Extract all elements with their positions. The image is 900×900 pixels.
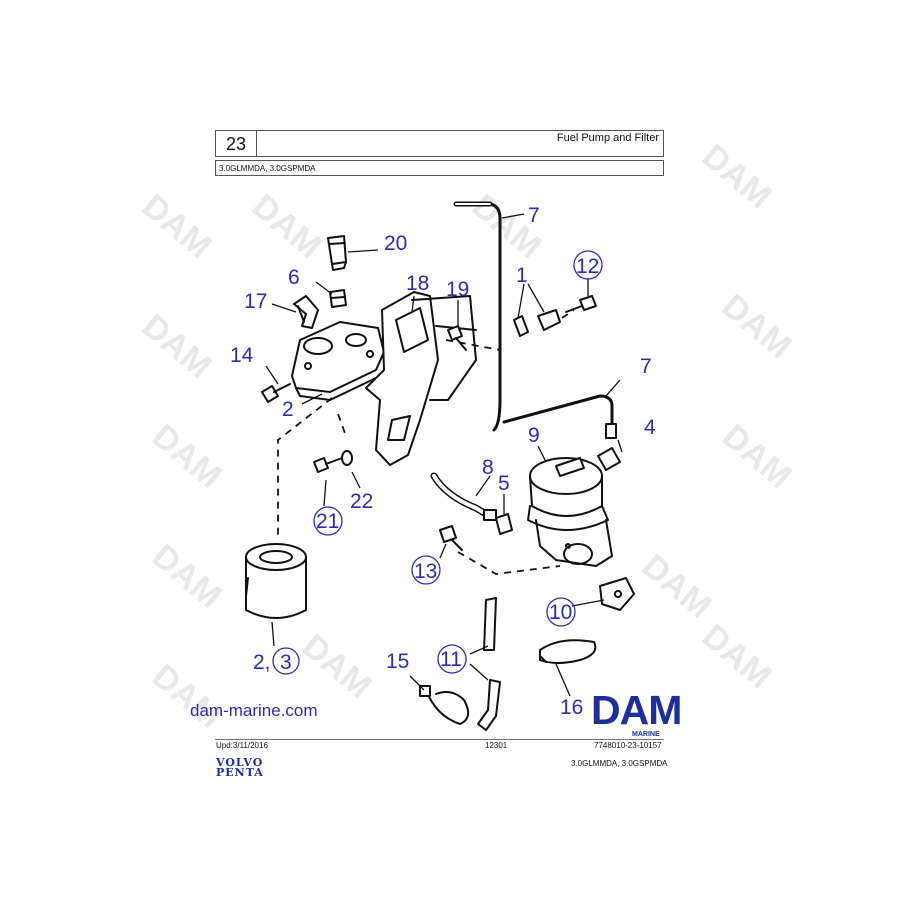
watermark: DAM bbox=[145, 417, 229, 496]
page-number: 23 bbox=[216, 131, 257, 156]
callout-20: 20 bbox=[384, 232, 407, 255]
leader-lines bbox=[265, 213, 623, 697]
footer-code: 12301 bbox=[485, 741, 508, 750]
callout-13: 13 bbox=[414, 560, 437, 583]
callout-circles bbox=[272, 250, 603, 675]
part-11-hose bbox=[477, 597, 501, 731]
part-3-filter-cartridge bbox=[245, 543, 307, 619]
watermark: DAM bbox=[245, 187, 329, 266]
model-header: 3.0GLMMDA, 3.0GSPMDA bbox=[215, 160, 664, 176]
callout-7: 7 bbox=[528, 204, 540, 227]
footer-divider bbox=[215, 739, 664, 740]
volvo-penta-logo: VOLVO PENTA bbox=[216, 756, 264, 779]
watermark: DAM bbox=[715, 417, 799, 496]
footer-part-number: 7748010-23-10157 bbox=[594, 741, 662, 750]
callout-16: 16 bbox=[560, 696, 583, 719]
part-21-bolt bbox=[313, 457, 343, 473]
callout-2: 2 bbox=[282, 398, 294, 421]
part-4-fitting bbox=[597, 447, 621, 471]
page-title: Fuel Pump and Filter bbox=[556, 132, 659, 144]
footer-updated: Upd:3/11/2016 bbox=[216, 741, 268, 750]
part-6-fitting bbox=[329, 289, 347, 308]
callout-5: 5 bbox=[498, 472, 510, 495]
callout-22: 22 bbox=[350, 490, 373, 513]
watermark: DAM bbox=[135, 187, 219, 266]
callout-1: 1 bbox=[516, 264, 528, 287]
callout-17: 17 bbox=[244, 290, 267, 313]
callout-8: 8 bbox=[482, 456, 494, 479]
part-12-bolt bbox=[565, 295, 597, 313]
callout-4: 4 bbox=[644, 416, 656, 439]
part-1-clamp bbox=[513, 309, 561, 337]
watermark: DAM bbox=[695, 137, 779, 216]
watermark: DAM bbox=[145, 657, 229, 736]
callout-19: 19 bbox=[446, 278, 469, 301]
part-drawings bbox=[245, 201, 635, 731]
callout-7b: 7 bbox=[640, 355, 652, 378]
part-20-cap bbox=[327, 235, 347, 271]
callout-11: 11 bbox=[440, 648, 462, 671]
website-link[interactable]: dam-marine.com bbox=[190, 701, 318, 720]
part-15-clamp bbox=[419, 685, 470, 725]
dam-logo-sub: MARINE bbox=[632, 731, 660, 738]
callout-21: 21 bbox=[316, 510, 339, 533]
part-22-washer bbox=[341, 450, 353, 466]
circle-21 bbox=[313, 506, 343, 536]
assembly-lines bbox=[277, 309, 575, 575]
callout-labels: 7 20 6 12 1 18 19 17 14 7 2 4 9 8 5 22 2… bbox=[230, 204, 656, 719]
part-10-gasket bbox=[599, 577, 635, 611]
part-14-bolt bbox=[261, 383, 291, 403]
circle-10 bbox=[546, 597, 576, 627]
circle-11 bbox=[437, 644, 467, 674]
watermark: DAM bbox=[295, 627, 379, 706]
watermark: DAM bbox=[635, 547, 719, 626]
part-9-fuel-pump bbox=[527, 457, 613, 567]
watermark: DAM bbox=[695, 617, 779, 696]
callout-10: 10 bbox=[549, 601, 572, 624]
part-2-filter-head bbox=[291, 321, 385, 401]
part-16-clamp bbox=[539, 639, 597, 664]
watermark: DAM bbox=[145, 537, 229, 616]
part-19-bolt bbox=[447, 325, 467, 351]
callout-18: 18 bbox=[406, 272, 429, 295]
part-8-hose bbox=[430, 472, 497, 521]
watermark: DAM bbox=[135, 307, 219, 386]
header-box: 23 Fuel Pump and Filter bbox=[215, 130, 664, 157]
callout-15: 15 bbox=[386, 650, 409, 673]
part-18-bracket bbox=[365, 291, 477, 466]
watermark: DAM bbox=[715, 287, 799, 366]
part-5-fitting bbox=[495, 513, 513, 535]
brand-line1: VOLVO bbox=[216, 756, 264, 769]
callout-12: 12 bbox=[576, 255, 599, 278]
callout-2b: 2, bbox=[253, 651, 271, 674]
callout-9: 9 bbox=[528, 424, 540, 447]
dam-logo: DAM bbox=[591, 687, 682, 733]
part-13-bolt bbox=[439, 525, 463, 551]
part-17-elbow bbox=[293, 295, 319, 329]
watermark-group: DAM DAM DAM DAM DAM DAM DAM DAM DAM DAM … bbox=[135, 137, 799, 736]
brand-line2: PENTA bbox=[216, 766, 264, 779]
callout-6: 6 bbox=[288, 266, 300, 289]
footer-models: 3.0GLMMDA, 3.0GSPMDA bbox=[571, 759, 668, 768]
callout-14: 14 bbox=[230, 344, 254, 367]
circle-13 bbox=[411, 555, 441, 585]
circle-3 bbox=[272, 647, 300, 675]
circle-12 bbox=[573, 250, 603, 280]
callout-3: 3 bbox=[280, 651, 292, 674]
part-7-fuel-line bbox=[453, 201, 617, 439]
